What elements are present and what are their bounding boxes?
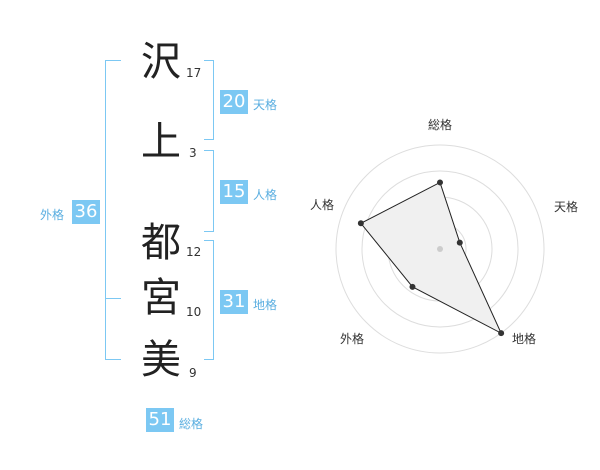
radar-point	[437, 179, 443, 186]
stroke-count-4: 10	[186, 305, 202, 319]
radar-center	[437, 246, 443, 252]
radar-point	[357, 220, 364, 227]
name-char-4: 宮	[141, 275, 181, 321]
radar-axis-label: 総格	[428, 117, 452, 132]
radar-point	[456, 239, 463, 246]
radar-point	[498, 330, 505, 337]
chikaku-value: 31	[220, 290, 248, 314]
tenkaku-value: 20	[220, 90, 248, 114]
radar-axis-label: 人格	[310, 197, 334, 212]
jinkaku-bracket	[204, 150, 214, 232]
stroke-count-3: 12	[186, 245, 202, 259]
radar-axis-label: 天格	[554, 199, 578, 214]
radar-area	[360, 181, 503, 335]
stroke-count-1: 17	[186, 66, 202, 80]
radar-axis-label: 外格	[340, 331, 364, 346]
name-char-5: 美	[141, 337, 181, 383]
radar-point	[409, 283, 416, 290]
gaikaku-bracket	[105, 60, 121, 360]
name-char-2: 上	[141, 119, 181, 165]
gaikaku-label: 外格	[40, 208, 65, 222]
gaikaku-value: 36	[72, 200, 100, 224]
stroke-count-2: 3	[189, 146, 197, 160]
chikaku-bracket	[204, 240, 214, 360]
name-char-1: 沢	[141, 39, 181, 85]
tenkaku-label: 天格	[253, 98, 278, 112]
tenkaku-bracket	[204, 60, 214, 140]
gaikaku-bracket-mid	[105, 298, 121, 299]
radar-ring	[361, 170, 519, 328]
name-char-3: 都	[141, 220, 181, 266]
chikaku-label: 地格	[253, 298, 278, 312]
stroke-count-5: 9	[189, 366, 197, 380]
radar-ring	[335, 144, 545, 354]
jinkaku-value: 15	[220, 180, 248, 204]
jinkaku-label: 人格	[253, 188, 278, 202]
radar-axis-label: 地格	[512, 331, 536, 346]
soukaku-value: 51	[146, 408, 174, 432]
soukaku-label: 総格	[179, 417, 204, 431]
